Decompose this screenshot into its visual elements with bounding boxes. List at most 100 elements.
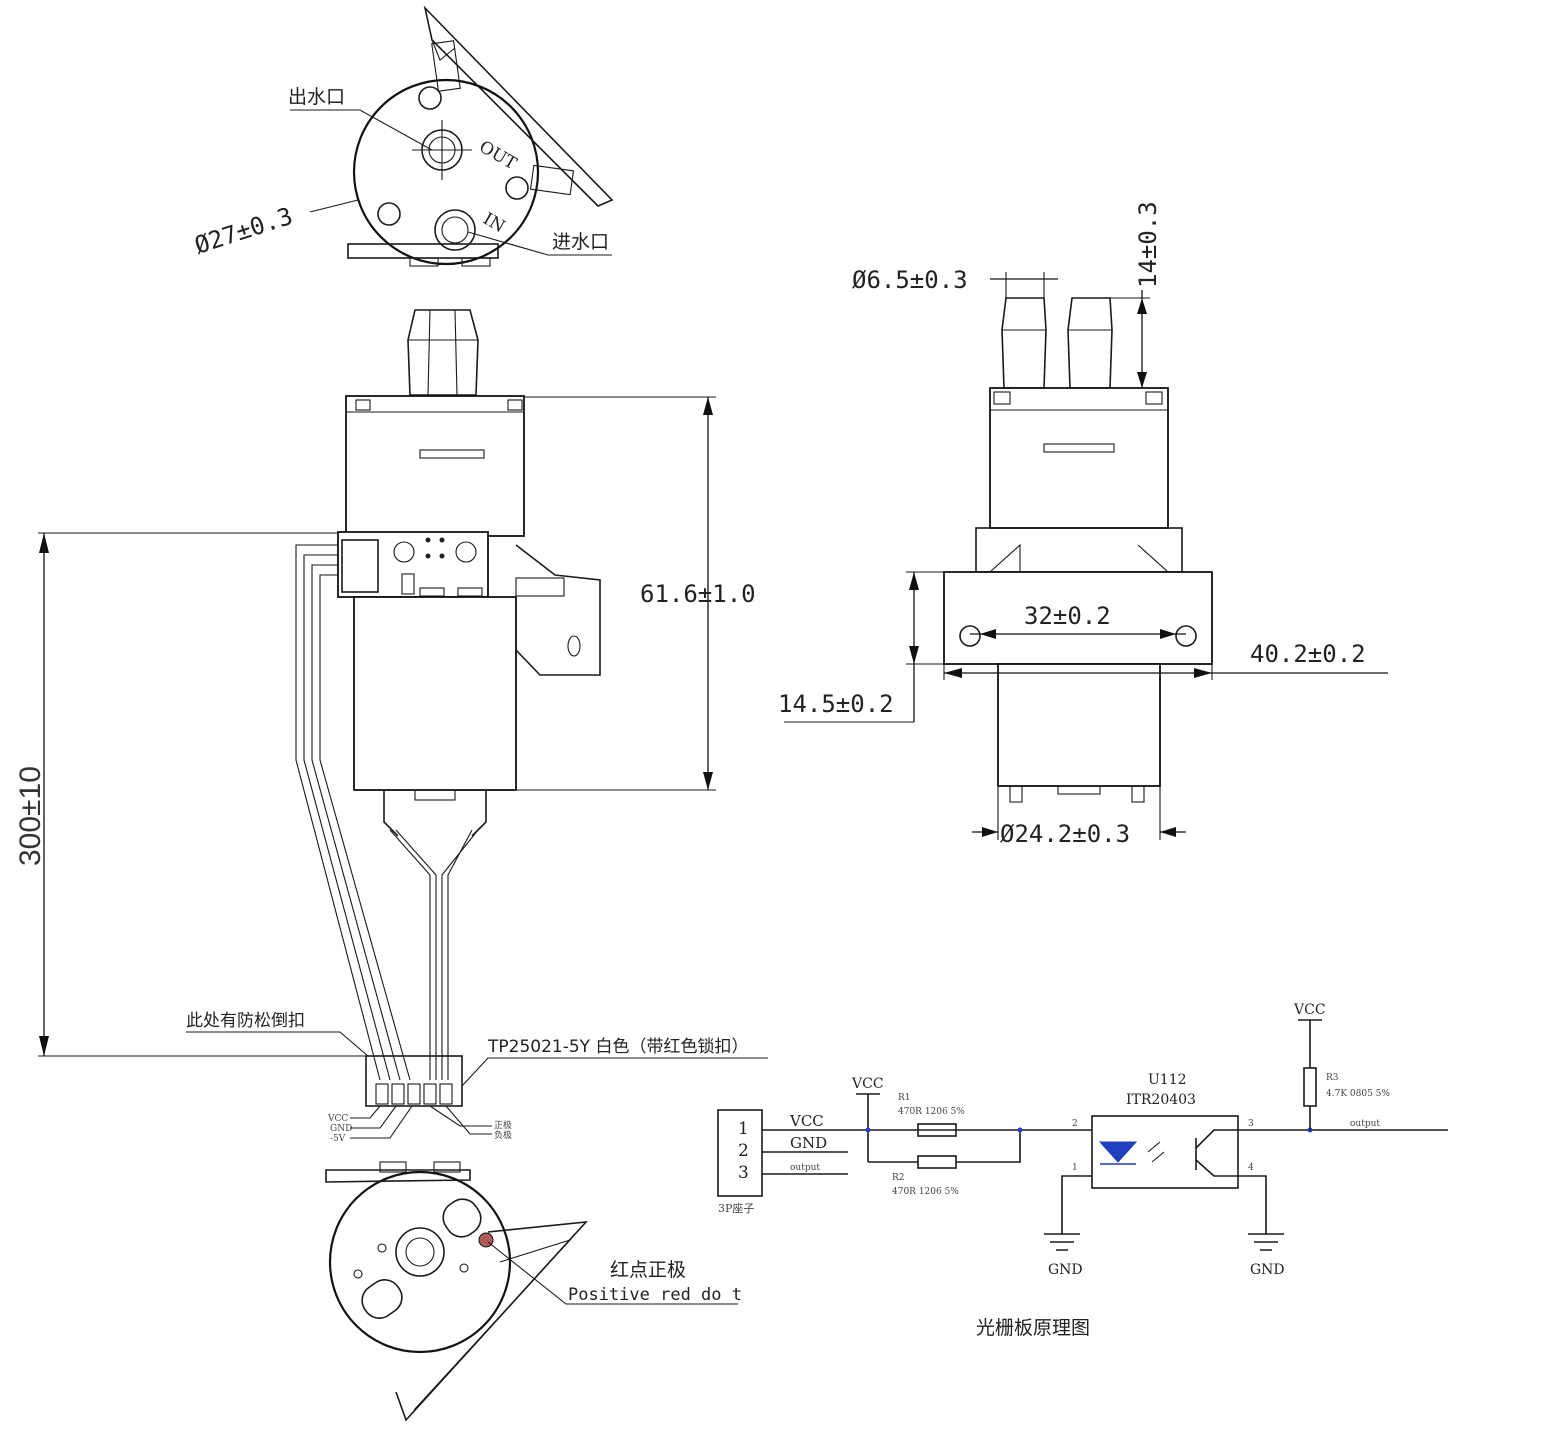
schem-output-label: output <box>1350 1119 1380 1129</box>
schem-r1-name: R1 <box>898 1093 911 1103</box>
front-pcb-dot-2 <box>439 537 445 543</box>
front-barb-line-1 <box>427 309 431 396</box>
bottom-small-hole-3 <box>353 1269 363 1279</box>
schem-pin-net-output: output <box>790 1163 820 1173</box>
dim-61-arrow-top <box>703 397 713 415</box>
schem-vcc2-label: VCC <box>1293 1002 1326 1018</box>
schem-led-rays <box>1147 1141 1165 1163</box>
bottom-plate-tab-2 <box>433 1161 461 1173</box>
front-barb <box>407 309 479 396</box>
flange-height-dim: 14.5±0.2 <box>778 690 894 718</box>
schem-gnd2-label: GND <box>1250 1262 1285 1278</box>
connector-note: TP25021-5Y 白色（带红色锁扣） <box>487 1037 748 1057</box>
front-pcb-part-2 <box>419 587 445 597</box>
side-motor-slot <box>1057 785 1101 795</box>
dim-14-arrow-top <box>1137 298 1147 314</box>
latch-note: 此处有防松倒扣 <box>186 1011 305 1031</box>
top-side-tab <box>529 164 575 196</box>
tail-1 <box>350 1105 381 1119</box>
inlet-leader <box>467 231 612 256</box>
schem-gnd1-symbol <box>1044 1233 1080 1251</box>
side-view: Ø6.5±0.3 14±0.3 32±0.2 40.2±0.2 14.5±0.2 <box>778 201 1388 848</box>
dim-40-arrow-r <box>1194 668 1212 678</box>
schem-ic-pin-1: 1 <box>1072 1163 1078 1173</box>
in-marking: IN <box>480 209 509 237</box>
schem-ic-part: ITR20403 <box>1126 1092 1196 1108</box>
bottom-small-hole-1 <box>377 1243 387 1253</box>
conn-pin-4 <box>423 1083 437 1105</box>
conn-pin-3 <box>407 1083 421 1105</box>
schem-r1-value: 470R 1206 5% <box>898 1107 965 1117</box>
bottom-center-hub-inner <box>405 1237 435 1267</box>
front-wire-connector <box>365 1055 463 1107</box>
schem-pt-legs <box>1195 1129 1238 1177</box>
front-bracket-hole <box>567 635 581 657</box>
front-barb-line-2 <box>454 309 458 396</box>
bottom-slot-bottom <box>361 1279 403 1319</box>
front-lug-left <box>383 790 399 837</box>
wire-label-5v: -5V <box>330 1134 346 1144</box>
red-dot-leader <box>487 1241 738 1305</box>
barb-diameter-dim: Ø6.5±0.3 <box>852 266 968 294</box>
bottom-view: 红点正极 Positive red do t <box>325 1161 742 1422</box>
front-pcb-part-3 <box>457 587 483 597</box>
top-base-foot-1 <box>409 257 439 267</box>
screw-top <box>418 86 442 110</box>
dim-300-arrow-bottom <box>39 1036 49 1056</box>
front-height-dim: 61.6±1.0 <box>640 580 756 608</box>
front-lug-right <box>471 790 487 837</box>
latch-note-leader <box>186 1031 369 1057</box>
schem-r3-value: 4.7K 0805 5% <box>1326 1089 1390 1099</box>
motor-diameter-dim: Ø24.2±0.3 <box>1000 820 1130 848</box>
schem-r2-value: 470R 1206 5% <box>892 1187 959 1197</box>
bottom-top-plate <box>325 1169 471 1183</box>
schem-r3-name: R3 <box>1326 1073 1339 1083</box>
screw-left <box>377 202 401 226</box>
schem-node-2 <box>1017 1127 1023 1133</box>
wire-m2 <box>395 829 437 1080</box>
side-motor-foot-2 <box>1131 785 1145 803</box>
schem-node-1 <box>865 1127 871 1133</box>
front-pcb-connector <box>341 539 379 593</box>
wire-m1 <box>389 829 431 1080</box>
schem-pin-1: 1 <box>738 1119 749 1139</box>
front-head-clip-l <box>355 399 371 411</box>
bottom-pump-circle <box>328 1170 512 1354</box>
wire-p2 <box>303 554 391 1081</box>
side-motor <box>997 663 1161 787</box>
cable-length-dim: 300±10 <box>14 766 47 866</box>
front-head-clip-r <box>507 399 523 411</box>
side-neck <box>975 527 1183 573</box>
dim-300-arrow-top <box>39 533 49 553</box>
wire-p1 <box>295 544 381 1081</box>
hole-spacing-dim: 32±0.2 <box>1024 602 1111 630</box>
top-bracket <box>423 5 614 207</box>
schem-led <box>1098 1141 1138 1163</box>
bottom-bracket <box>395 1220 588 1422</box>
schem-ic-pin-4: 4 <box>1248 1163 1254 1173</box>
wire-label-neg: 负极 <box>494 1129 512 1141</box>
side-clip-left <box>989 543 1021 573</box>
wire-label-vcc: VCC <box>327 1114 348 1124</box>
schem-r2-right <box>956 1130 1021 1163</box>
front-pcb-hole-2 <box>455 541 477 563</box>
wire-label-gnd: GND <box>330 1124 352 1134</box>
dim-40-arrow-l <box>944 668 962 678</box>
dim-242-arrow-l <box>982 827 998 837</box>
schem-gnd2-wire <box>1238 1175 1267 1234</box>
front-head-slot <box>419 449 485 459</box>
schem-pin-3: 3 <box>738 1163 749 1183</box>
conn-pin-2 <box>391 1083 405 1105</box>
side-head-slot <box>1043 443 1115 453</box>
side-head-clip-r <box>1145 391 1163 405</box>
schem-ic-pin-2: 2 <box>1072 1119 1078 1129</box>
schem-pin-net-gnd: GND <box>790 1134 827 1152</box>
schem-r3 <box>1303 1067 1317 1107</box>
dim-32-arrow-l <box>980 629 996 639</box>
wire-p3 <box>311 564 401 1081</box>
conn-pin-1 <box>375 1083 389 1105</box>
diameter-leader <box>309 199 359 213</box>
positive-label-en: Positive red do t <box>568 1285 742 1305</box>
dim-14-arrow-bot <box>1137 372 1147 388</box>
inlet-label: 进水口 <box>552 231 609 253</box>
